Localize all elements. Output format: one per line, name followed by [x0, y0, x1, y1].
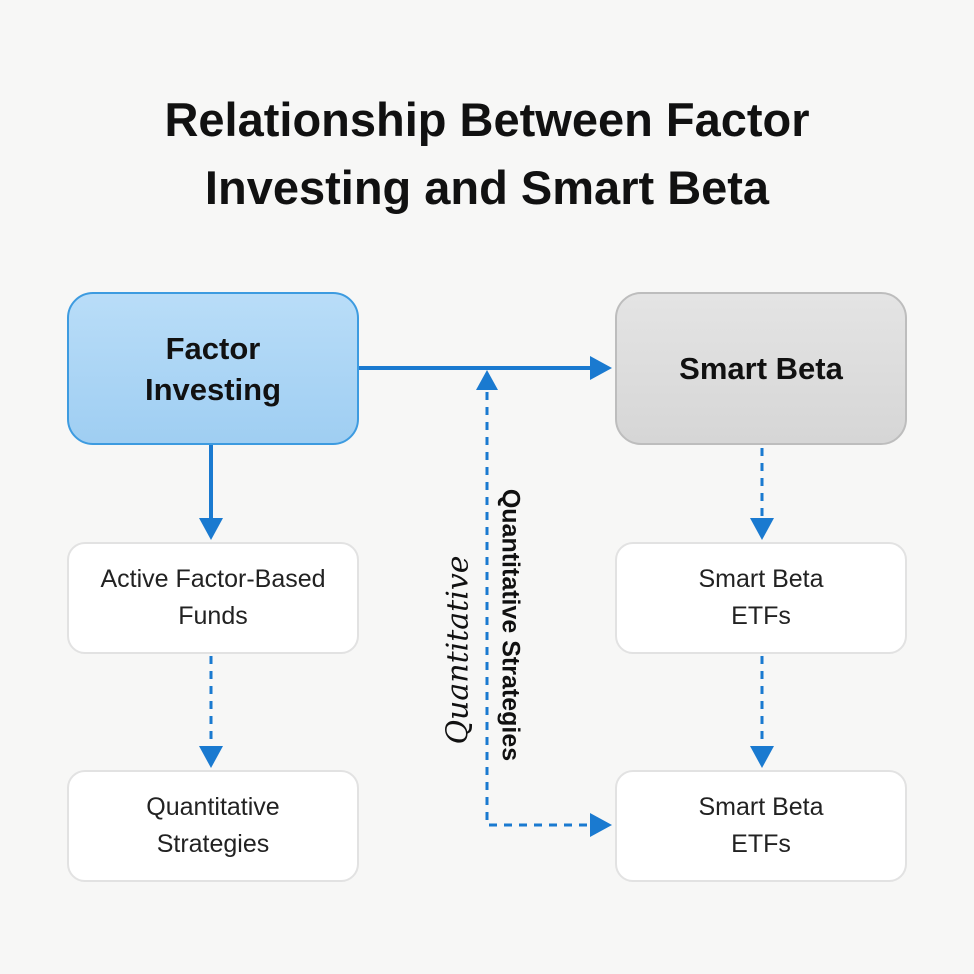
arrow-quant-loop [485, 392, 592, 827]
label-vertical-bold: Quantitative Strategies [496, 488, 525, 762]
label-vertical-italic: Quantitative [440, 555, 476, 745]
node-smart-beta: Smart Beta [615, 292, 907, 445]
